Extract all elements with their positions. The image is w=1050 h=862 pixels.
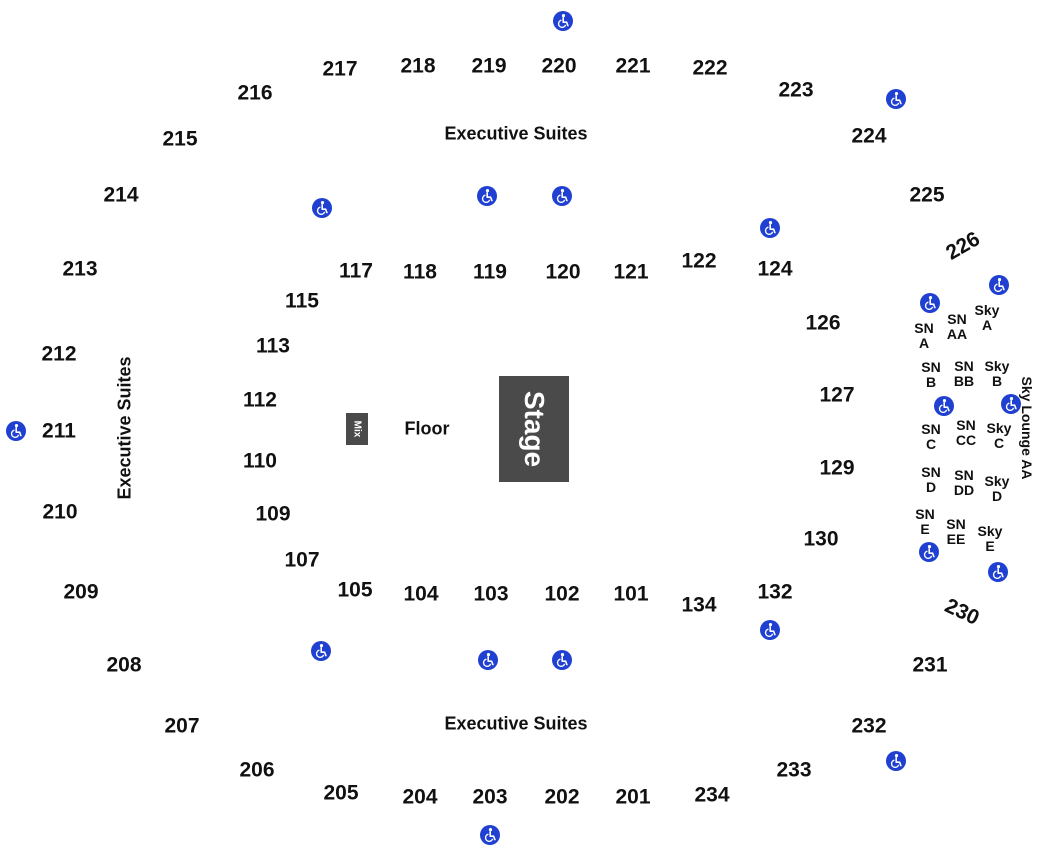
section-217[interactable]: 217 [322, 57, 358, 81]
section-209[interactable]: 209 [63, 580, 99, 604]
section-109[interactable]: 109 [255, 502, 291, 526]
wheelchair-accessible-icon [919, 542, 939, 562]
wheelchair-accessible-icon [920, 293, 940, 313]
section-231[interactable]: 231 [912, 653, 948, 677]
wheelchair-accessible-icon [886, 89, 906, 109]
wheelchair-accessible-icon [477, 186, 497, 206]
section-132[interactable]: 132 [757, 580, 793, 604]
floor-section[interactable]: Floor [404, 418, 450, 439]
section-120[interactable]: 120 [545, 260, 581, 284]
section-204[interactable]: 204 [402, 785, 438, 809]
section-207[interactable]: 207 [164, 714, 200, 738]
wheelchair-accessible-icon [552, 650, 572, 670]
section-218[interactable]: 218 [400, 54, 436, 78]
section-219[interactable]: 219 [471, 54, 507, 78]
section-104[interactable]: 104 [403, 582, 439, 606]
section-220[interactable]: 220 [541, 54, 577, 78]
wheelchair-accessible-icon [886, 751, 906, 771]
section-215[interactable]: 215 [162, 127, 198, 151]
wheelchair-accessible-icon [934, 396, 954, 416]
section-122[interactable]: 122 [681, 249, 717, 273]
wheelchair-accessible-icon [760, 620, 780, 640]
section-103[interactable]: 103 [473, 582, 509, 606]
section-221[interactable]: 221 [615, 54, 651, 78]
section-130[interactable]: 130 [803, 527, 839, 551]
wheelchair-accessible-icon [989, 275, 1009, 295]
mix-label: Mix [351, 420, 363, 438]
section-214[interactable]: 214 [103, 183, 139, 207]
wheelchair-accessible-icon [480, 825, 500, 845]
section-119[interactable]: 119 [473, 260, 507, 284]
stage: Stage [499, 376, 569, 482]
section-208[interactable]: 208 [106, 653, 142, 677]
section-101[interactable]: 101 [613, 582, 649, 606]
section-216[interactable]: 216 [237, 81, 273, 105]
section-222[interactable]: 222 [692, 56, 728, 80]
section-118[interactable]: 118 [403, 260, 437, 284]
section-205[interactable]: 205 [323, 781, 359, 805]
section-110[interactable]: 110 [243, 449, 277, 473]
stage-label: Stage [519, 390, 550, 468]
executive-suites-top[interactable]: Executive Suites [444, 123, 588, 144]
section-224[interactable]: 224 [851, 124, 887, 148]
wheelchair-accessible-icon [553, 11, 573, 31]
mix-position: Mix [346, 413, 368, 445]
section-129[interactable]: 129 [819, 456, 855, 480]
section-102[interactable]: 102 [544, 582, 580, 606]
section-213[interactable]: 213 [62, 257, 98, 281]
section-203[interactable]: 203 [472, 785, 508, 809]
sky-lounge-aa[interactable]: Sky Lounge AA [1019, 376, 1035, 480]
section-113[interactable]: 113 [256, 334, 290, 358]
section-234[interactable]: 234 [694, 783, 730, 807]
section-232[interactable]: 232 [851, 714, 887, 738]
section-233[interactable]: 233 [776, 758, 812, 782]
section-117[interactable]: 117 [339, 259, 373, 283]
section-212[interactable]: 212 [41, 342, 77, 366]
section-202[interactable]: 202 [544, 785, 580, 809]
wheelchair-accessible-icon [312, 198, 332, 218]
section-201[interactable]: 201 [615, 785, 651, 809]
wheelchair-accessible-icon [478, 650, 498, 670]
wheelchair-accessible-icon [311, 641, 331, 661]
wheelchair-accessible-icon [552, 186, 572, 206]
section-124[interactable]: 124 [757, 257, 793, 281]
section-121[interactable]: 121 [613, 260, 649, 284]
section-134[interactable]: 134 [681, 593, 717, 617]
section-115[interactable]: 115 [285, 289, 319, 313]
executive-suites-left[interactable]: Executive Suites [114, 356, 135, 500]
section-223[interactable]: 223 [778, 78, 814, 102]
wheelchair-accessible-icon [988, 562, 1008, 582]
section-230[interactable]: 230 [941, 594, 983, 630]
section-126[interactable]: 126 [805, 311, 841, 335]
section-105[interactable]: 105 [337, 578, 373, 602]
section-211[interactable]: 211 [42, 419, 76, 443]
wheelchair-accessible-icon [760, 218, 780, 238]
wheelchair-accessible-icon [1001, 394, 1021, 414]
executive-suites-bottom[interactable]: Executive Suites [444, 713, 588, 734]
section-107[interactable]: 107 [284, 548, 320, 572]
section-127[interactable]: 127 [819, 383, 855, 407]
section-225[interactable]: 225 [909, 183, 945, 207]
section-206[interactable]: 206 [239, 758, 275, 782]
section-112[interactable]: 112 [243, 388, 277, 412]
wheelchair-accessible-icon [6, 421, 26, 441]
section-226[interactable]: 226 [942, 227, 984, 265]
section-210[interactable]: 210 [42, 500, 78, 524]
